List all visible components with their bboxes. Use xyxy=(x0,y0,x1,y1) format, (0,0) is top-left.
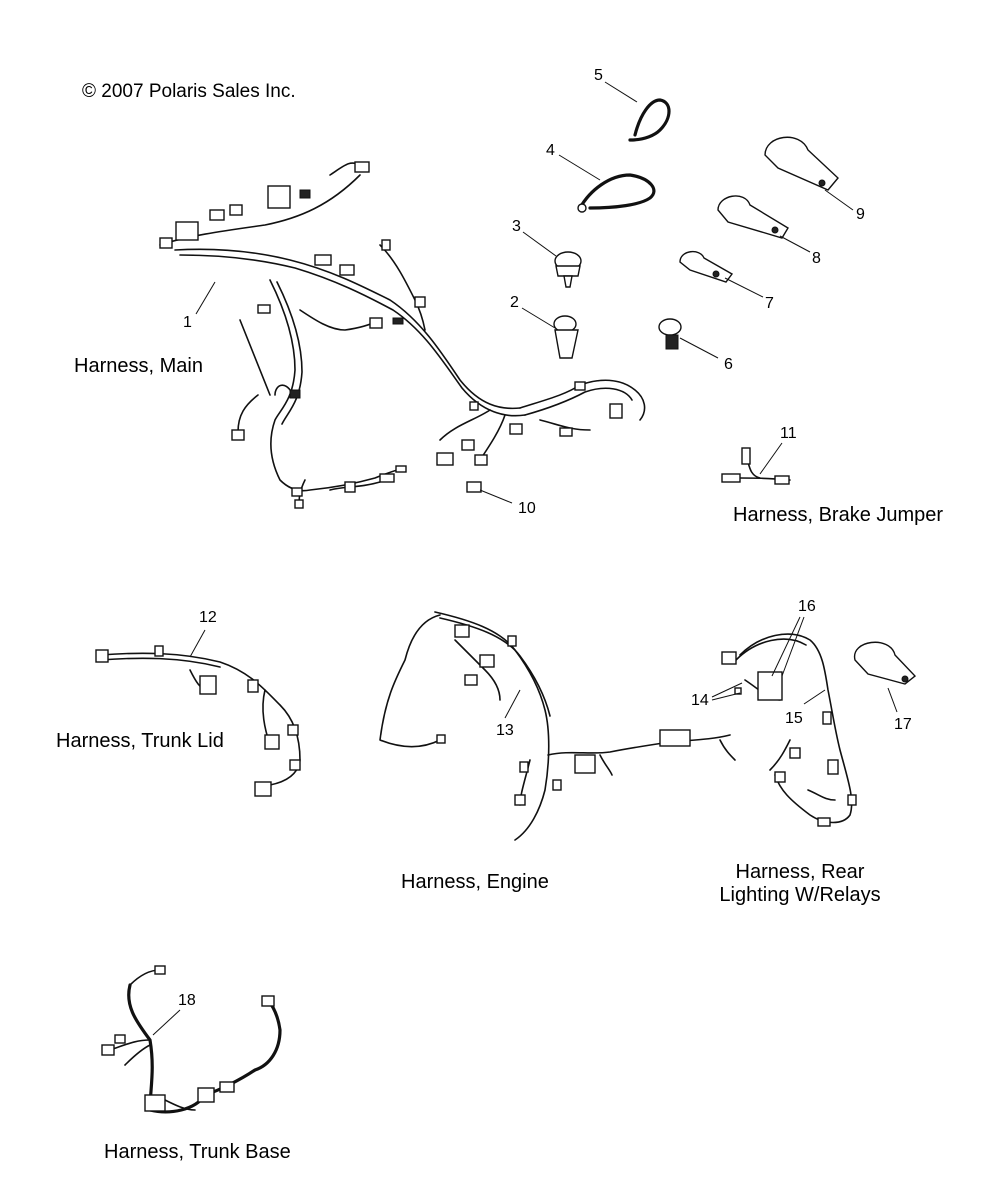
caption-harness-engine: Harness, Engine xyxy=(401,871,549,893)
caption-harness-trunk-base: Harness, Trunk Base xyxy=(104,1141,291,1163)
trunk-lid-harness-drawing xyxy=(95,645,301,797)
tie-5-drawing xyxy=(628,98,671,142)
caption-harness-trunk-lid: Harness, Trunk Lid xyxy=(56,730,224,752)
caption-harness-main: Harness, Main xyxy=(74,355,203,377)
part-number-7: 7 xyxy=(765,295,774,312)
caption-harness-rear-lighting-line1: Harness, Rear xyxy=(735,861,865,883)
clip-6-drawing xyxy=(658,318,682,350)
part-number-5: 5 xyxy=(594,67,603,84)
part-number-11: 11 xyxy=(780,425,797,442)
brake-jumper-drawing xyxy=(721,447,791,485)
part-number-10: 10 xyxy=(518,500,536,517)
part-number-4: 4 xyxy=(546,142,555,159)
trunk-base-harness-drawing xyxy=(101,965,282,1114)
part-number-8: 8 xyxy=(812,250,821,267)
clamp-17-drawing xyxy=(854,641,917,685)
clamp-7-drawing xyxy=(679,251,734,283)
part-number-3: 3 xyxy=(512,218,521,235)
clip-3-drawing xyxy=(554,251,582,288)
caption-harness-rear-lighting-line2: Lighting W/Relays xyxy=(719,884,881,906)
rear-lighting-harness-drawing xyxy=(721,633,857,827)
leader-lines xyxy=(152,81,898,1036)
clip-2-drawing xyxy=(553,315,579,359)
clamp-8-drawing xyxy=(717,195,789,239)
part-number-6: 6 xyxy=(724,356,733,373)
part-number-13: 13 xyxy=(496,722,514,739)
caption-harness-brake-jumper: Harness, Brake Jumper xyxy=(733,504,944,526)
main-harness-drawing xyxy=(159,161,646,509)
part-number-2: 2 xyxy=(510,294,519,311)
part-10-drawing xyxy=(466,481,482,493)
part-number-9: 9 xyxy=(856,206,865,223)
part-number-17: 17 xyxy=(894,716,912,733)
part-number-16: 16 xyxy=(798,598,816,615)
part-number-15: 15 xyxy=(785,710,803,727)
part-number-1: 1 xyxy=(183,314,192,331)
engine-harness-drawing xyxy=(379,611,736,841)
part-number-14: 14 xyxy=(691,692,709,709)
clamp-9-drawing xyxy=(764,136,839,191)
part-number-18: 18 xyxy=(178,992,196,1009)
part-number-12: 12 xyxy=(199,609,217,626)
clamp-4-drawing xyxy=(577,173,656,213)
copyright-text: © 2007 Polaris Sales Inc. xyxy=(82,81,296,102)
